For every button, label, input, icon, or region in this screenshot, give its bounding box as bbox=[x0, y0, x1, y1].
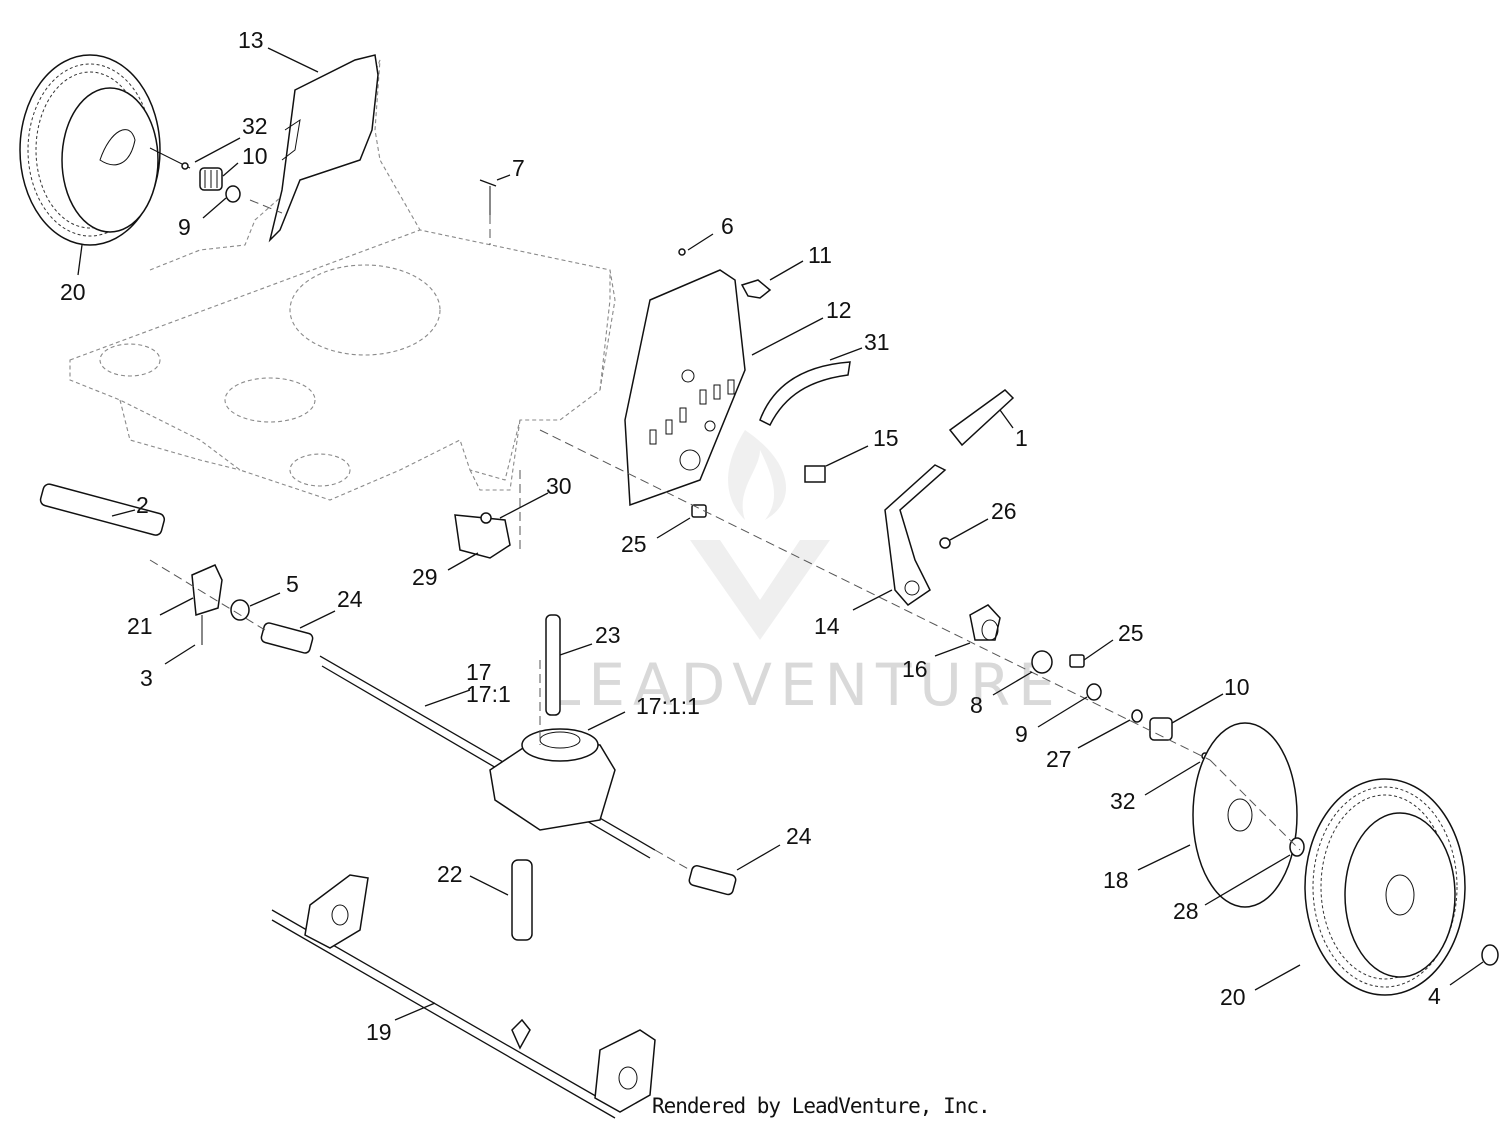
axle-19 bbox=[271, 874, 656, 1119]
callout-20-left: 20 bbox=[60, 279, 86, 305]
spring-22 bbox=[511, 859, 533, 941]
left-axle-small-parts bbox=[149, 147, 241, 203]
callout-5: 5 bbox=[286, 571, 299, 597]
gear-10 bbox=[1149, 717, 1173, 741]
callout-19: 19 bbox=[366, 1019, 392, 1045]
callout-16: 16 bbox=[902, 656, 928, 682]
ring-27 bbox=[1131, 709, 1143, 723]
callout-26: 26 bbox=[991, 498, 1017, 524]
washer-9 bbox=[1086, 683, 1102, 701]
nut-5 bbox=[230, 599, 250, 621]
callout-17: 17 bbox=[466, 659, 492, 685]
callout-11: 11 bbox=[808, 242, 832, 268]
nut-4 bbox=[1481, 944, 1499, 966]
washer-28 bbox=[1289, 837, 1305, 857]
assembly-lines bbox=[149, 199, 1301, 871]
height-plate-12 bbox=[624, 269, 746, 507]
callout-13: 13 bbox=[238, 27, 264, 53]
render-credit: Rendered by LeadVenture, Inc. bbox=[652, 1094, 991, 1118]
callout-29: 29 bbox=[412, 564, 438, 590]
callout-7: 7 bbox=[512, 155, 525, 181]
wheel-right bbox=[1304, 778, 1466, 996]
spring-24-left bbox=[260, 622, 314, 654]
callout-22: 22 bbox=[437, 861, 463, 887]
mower-deck-frame bbox=[69, 59, 616, 501]
callout-32-right: 32 bbox=[1110, 788, 1136, 814]
spring-23 bbox=[545, 614, 561, 716]
spring-24-right bbox=[688, 865, 737, 896]
strip-31 bbox=[759, 361, 851, 427]
screw-26 bbox=[939, 537, 951, 549]
callout-4: 4 bbox=[1428, 983, 1441, 1009]
callout-31: 31 bbox=[864, 329, 890, 355]
callout-9-right: 9 bbox=[1015, 721, 1028, 747]
bracket-15 bbox=[804, 465, 826, 483]
bushing-16 bbox=[969, 604, 1001, 641]
callout-27: 27 bbox=[1046, 746, 1072, 772]
callout-20-right: 20 bbox=[1220, 984, 1246, 1010]
callout-3: 3 bbox=[140, 665, 153, 691]
hubcap-18 bbox=[1192, 722, 1298, 908]
washer-8 bbox=[1031, 650, 1053, 674]
callout-24-left: 24 bbox=[337, 586, 363, 612]
bolt-25-left bbox=[691, 504, 707, 518]
callout-6: 6 bbox=[721, 213, 734, 239]
callout-24-right: 24 bbox=[786, 823, 812, 849]
callout-23: 23 bbox=[595, 622, 621, 648]
pin-7 bbox=[479, 179, 497, 215]
callout-9-left: 9 bbox=[178, 214, 191, 240]
leader-lines bbox=[77, 47, 1484, 1021]
bracket-21 bbox=[191, 564, 223, 645]
height-lever-14 bbox=[884, 389, 1015, 606]
wheel-left bbox=[19, 54, 161, 246]
callout-8: 8 bbox=[970, 692, 983, 718]
callout-10-right: 10 bbox=[1224, 674, 1250, 700]
bracket-29 bbox=[454, 512, 511, 559]
bracket-13 bbox=[268, 54, 379, 243]
callout-32-left: 32 bbox=[242, 113, 268, 139]
callout-12: 12 bbox=[826, 297, 852, 323]
callout-28: 28 bbox=[1173, 898, 1199, 924]
callout-25-right: 25 bbox=[1118, 620, 1144, 646]
watermark-logo bbox=[690, 430, 830, 640]
callout-17-1-1: 17:1:1 bbox=[636, 693, 700, 719]
bolt-25-right bbox=[1069, 654, 1085, 668]
callout-18: 18 bbox=[1103, 867, 1129, 893]
spring-2 bbox=[39, 483, 166, 536]
callout-14: 14 bbox=[814, 613, 840, 639]
callout-10-left: 10 bbox=[242, 143, 268, 169]
callout-2: 2 bbox=[136, 492, 149, 518]
callout-25-left: 25 bbox=[621, 531, 647, 557]
callout-1: 1 bbox=[1015, 425, 1028, 451]
callout-30: 30 bbox=[546, 473, 572, 499]
transmission-17-1 bbox=[489, 728, 616, 831]
callout-17-1: 17:1 bbox=[466, 681, 511, 707]
callout-15: 15 bbox=[873, 425, 899, 451]
callout-21: 21 bbox=[127, 613, 153, 639]
clip-11 bbox=[678, 248, 772, 299]
callout-labels: 1 2 3 4 5 6 8 9 9 10 10 7 11 12 13 14 15… bbox=[60, 27, 1441, 1045]
watermark-text: LEADVENTURE bbox=[548, 651, 1063, 719]
